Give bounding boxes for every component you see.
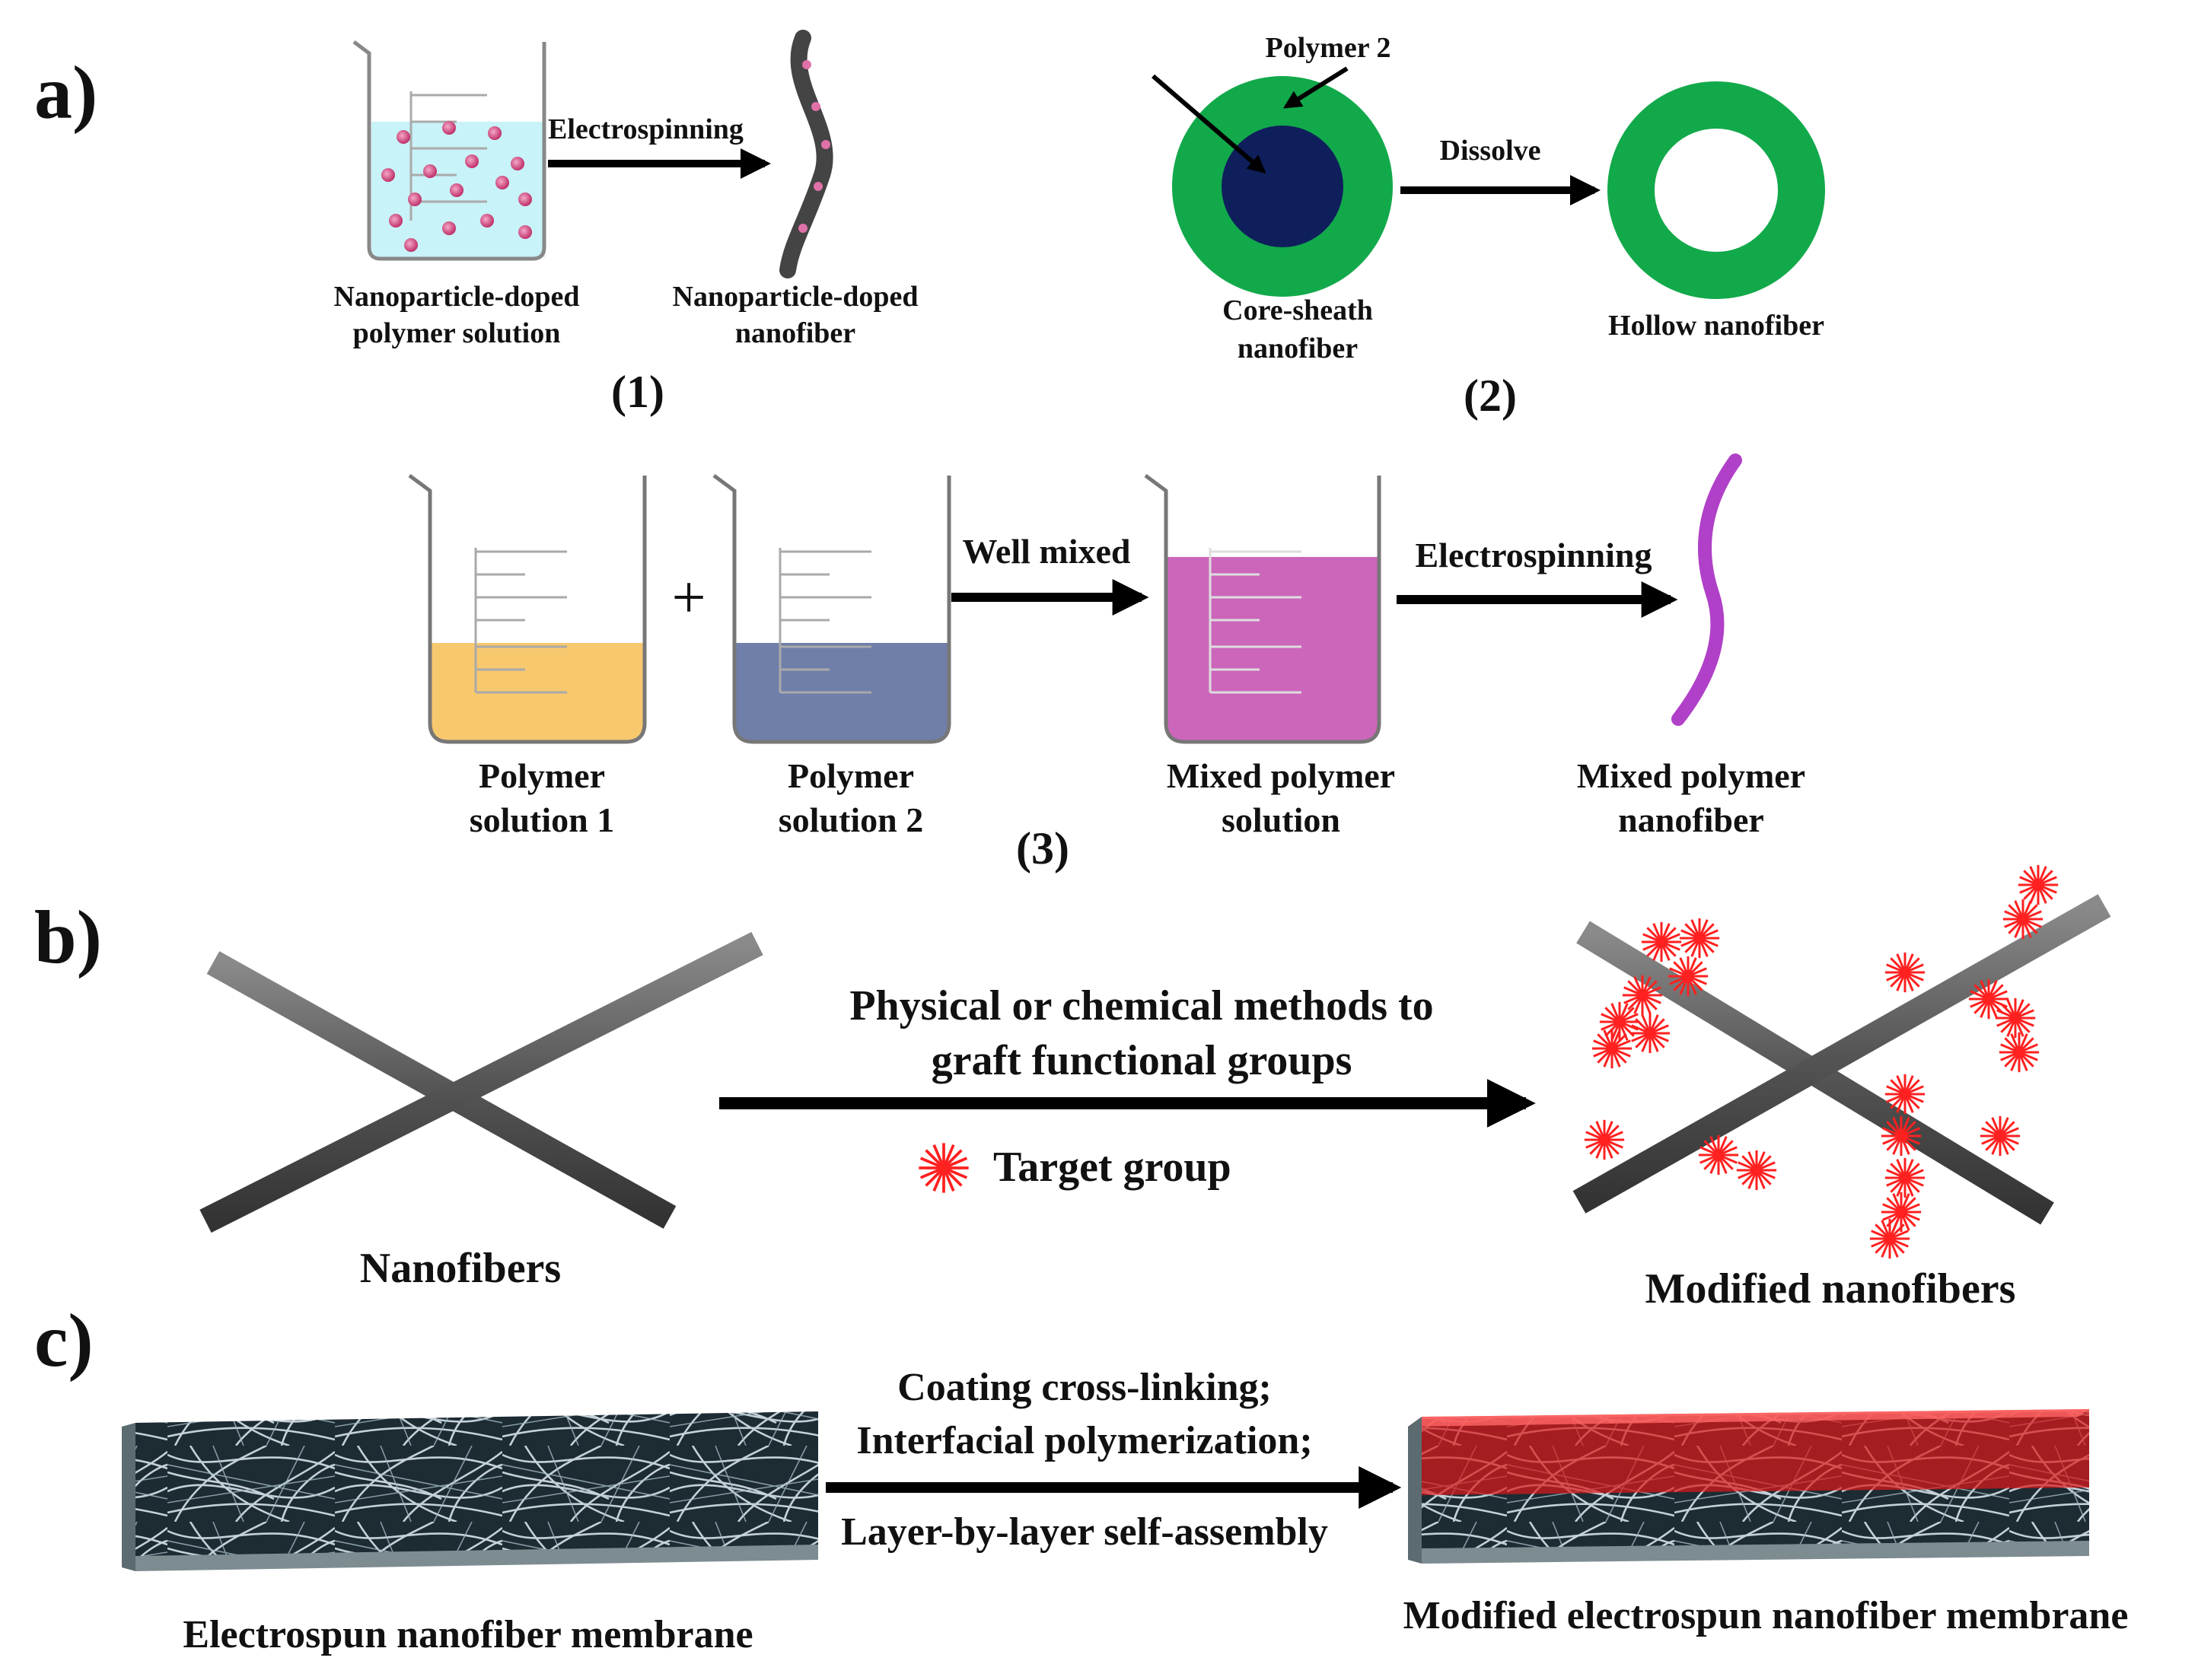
label-mixed-nanofiber-line1: Mixed polymer — [1577, 756, 1805, 795]
label-modified-membrane: Modified electrospun nanofiber membrane — [1403, 1594, 2129, 1637]
label-modified-nanofibers: Modified nanofibers — [1645, 1265, 2016, 1312]
beaker-mixed-solution — [1144, 473, 1381, 744]
pointer-core — [1152, 74, 1266, 174]
subfigure-label-3: (3) — [1016, 823, 1069, 873]
label-polymer-solution-2-line1: Polymer — [788, 756, 914, 795]
label-mixed-solution-line2: solution — [1222, 800, 1340, 839]
label-mixed-solution-line1: Mixed polymer — [1167, 756, 1395, 795]
method-coating: Coating cross-linking; — [897, 1366, 1272, 1409]
nanofibers-cross — [199, 931, 763, 1233]
method-layer-by-layer: Layer-by-layer self-assembly — [841, 1510, 1328, 1554]
label-nanofibers: Nanofibers — [360, 1245, 561, 1292]
method-label-line1: Physical or chemical methods to — [849, 982, 1433, 1029]
plus-sign: + — [671, 565, 706, 632]
electrospun-membrane — [122, 1411, 818, 1571]
panel-label-c: c) — [34, 1298, 94, 1382]
doped-nanofiber — [779, 30, 833, 278]
subfigure-label-2: (2) — [1464, 371, 1517, 421]
label-doped-nanofiber-line1: Nanoparticle-doped — [673, 281, 919, 313]
label-core-sheath-line1: Core-sheath — [1222, 294, 1373, 326]
label-hollow-nanofiber: Hollow nanofiber — [1608, 310, 1824, 342]
panel-label-b: b) — [34, 895, 102, 979]
subfigure-label-1: (1) — [611, 367, 664, 417]
label-doped-solution-line2: polymer solution — [353, 317, 561, 349]
mixed-polymer-nanofiber — [1671, 453, 1742, 726]
label-doped-solution-line1: Nanoparticle-doped — [334, 281, 580, 313]
label-polymer-solution-1-line2: solution 1 — [470, 800, 614, 839]
label-core-sheath-line2: nanofiber — [1238, 332, 1358, 364]
legend-target-group: Target group — [993, 1144, 1231, 1191]
core-sheath-nanofiber — [1172, 76, 1393, 297]
pointer-polymer-2 — [1282, 66, 1349, 109]
method-interfacial: Interfacial polymerization; — [856, 1419, 1312, 1462]
label-polymer-solution-1-line1: Polymer — [479, 756, 605, 795]
arrow-label-well-mixed: Well mixed — [962, 532, 1130, 571]
beaker-polymer-solution-1 — [408, 473, 647, 744]
modified-nanofibers-cross — [1572, 894, 2111, 1225]
arrow-label-electrospinning-1: Electrospinning — [548, 113, 744, 145]
panel-label-a: a) — [34, 50, 97, 135]
label-doped-nanofiber-line2: nanofiber — [735, 317, 855, 349]
beaker-polymer-solution-2 — [712, 473, 951, 744]
method-label-line2: graft functional groups — [932, 1037, 1352, 1084]
label-polymer-2: Polymer 2 — [1266, 32, 1391, 64]
hollow-nanofiber — [1607, 81, 1825, 299]
target-group-legend-icon — [917, 1141, 970, 1195]
label-electrospun-membrane: Electrospun nanofiber membrane — [183, 1613, 753, 1656]
arrow-label-electrospinning-2: Electrospinning — [1416, 536, 1652, 574]
label-mixed-nanofiber-line2: nanofiber — [1618, 800, 1764, 839]
beaker-doped-solution — [352, 40, 546, 261]
arrow-label-dissolve: Dissolve — [1440, 135, 1541, 167]
label-polymer-solution-2-line2: solution 2 — [779, 800, 923, 839]
modified-membrane — [1408, 1409, 2089, 1564]
